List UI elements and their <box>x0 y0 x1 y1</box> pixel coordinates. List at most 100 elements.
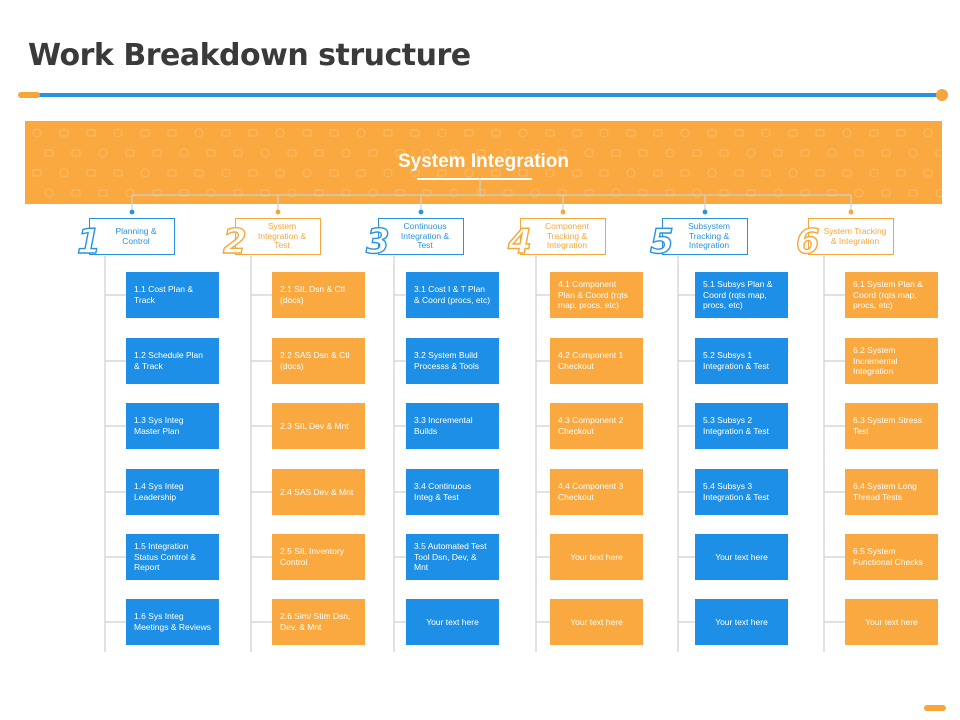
pattern-glyph <box>869 168 879 178</box>
pattern-glyph <box>422 148 432 158</box>
pattern-glyph <box>896 169 906 177</box>
task-box-3-1: 3.1 Cost I & T Plan & Coord (procs, etc) <box>406 272 499 318</box>
task-box-4-2: 4.2 Component 1 Checkout <box>550 338 643 384</box>
pattern-glyph <box>626 129 636 137</box>
task-box-3-4: 3.4 Continuous Integ & Test <box>406 469 499 515</box>
pattern-glyph <box>815 129 825 137</box>
header-label: Subsystem Tracking & Integration <box>687 220 731 251</box>
column-number-3: 3 <box>365 222 390 262</box>
column-number-5: 5 <box>649 222 674 262</box>
task-label: 3.1 Cost I & T Plan & Coord (procs, etc) <box>414 284 491 305</box>
task-label: 4.3 Component 2 Checkout <box>558 415 624 436</box>
task-label: 6.3 System Stress Test <box>853 415 922 436</box>
pattern-glyph <box>761 128 771 138</box>
root-underline <box>417 178 532 180</box>
pattern-glyph <box>71 149 81 157</box>
pattern-glyph <box>746 148 756 158</box>
pattern-glyph <box>557 189 567 197</box>
pattern-glyph <box>179 189 189 197</box>
pattern-glyph <box>788 168 798 178</box>
pattern-glyph <box>179 148 189 158</box>
task-label: 2.2 SAS Dsn & Ctl (docs) <box>280 350 350 371</box>
task-label: 1.1 Cost Plan & Track <box>134 284 194 305</box>
task-box-1-2: 1.2 Schedule Plan & Track <box>126 338 219 384</box>
pattern-glyph <box>842 128 852 138</box>
task-box-2-1: 2.1 SIL Dsn & Ctl (docs) <box>272 272 365 318</box>
task-box-4-6: Your text here <box>550 599 643 645</box>
divider-left-cap <box>18 92 40 98</box>
pattern-glyph <box>356 128 366 138</box>
task-label: Your text here <box>570 616 623 627</box>
column-number-1: 1 <box>76 222 101 262</box>
pattern-glyph <box>113 169 123 177</box>
pattern-glyph <box>395 149 405 157</box>
pattern-glyph <box>233 149 243 157</box>
task-box-2-5: 2.5 SIL Inventory Control <box>272 534 365 580</box>
task-label: 2.4 SAS Dev & Mnt <box>280 486 354 497</box>
pattern-glyph <box>584 189 594 197</box>
task-box-1-6: 1.6 Sys Integ Meetings & Reviews <box>126 599 219 645</box>
task-label: 5.4 Subsys 3 Integration & Test <box>703 481 769 502</box>
pattern-glyph <box>437 169 447 177</box>
task-box-6-6: Your text here <box>845 599 938 645</box>
task-box-5-3: 5.3 Subsys 2 Integration & Test <box>695 403 788 449</box>
pattern-glyph <box>449 149 459 157</box>
header-subsystem-tracking: Subsystem Tracking & Integration <box>662 218 748 255</box>
pattern-glyph <box>287 149 297 157</box>
pattern-glyph <box>881 149 891 157</box>
pattern-glyph <box>707 168 717 178</box>
pattern-glyph <box>275 169 285 177</box>
pattern-glyph <box>908 189 918 197</box>
header-component-tracking: Component Tracking & Integration <box>520 218 606 255</box>
pattern-glyph <box>734 129 744 137</box>
pattern-glyph <box>206 149 216 157</box>
task-box-6-3: 6.3 System Stress Test <box>845 403 938 449</box>
pattern-glyph <box>368 149 378 157</box>
task-label: 4.1 Component Plan & Coord (rqts map, pr… <box>558 279 628 311</box>
pattern-glyph <box>800 189 810 197</box>
task-label: 3.5 Automated Test Tool Dsn, Dev, & Mnt <box>414 541 487 573</box>
pattern-glyph <box>584 148 594 158</box>
pattern-glyph <box>854 149 864 157</box>
branch-dot-4 <box>560 209 566 215</box>
task-box-5-4: 5.4 Subsys 3 Integration & Test <box>695 469 788 515</box>
branch-dot-5 <box>702 209 708 215</box>
pattern-glyph <box>788 129 798 137</box>
task-label: 3.3 Incremental Builds <box>414 415 473 436</box>
branch-dot-6 <box>848 209 854 215</box>
task-box-4-3: 4.3 Component 2 Checkout <box>550 403 643 449</box>
pattern-glyph <box>125 149 135 157</box>
pattern-glyph <box>248 169 258 177</box>
pattern-glyph <box>719 189 729 197</box>
pattern-glyph <box>86 129 96 137</box>
pattern-glyph <box>881 189 891 197</box>
pattern-glyph <box>923 128 933 138</box>
task-label: Your text here <box>570 551 623 562</box>
pattern-glyph <box>896 129 906 137</box>
task-box-6-1: 6.1 System Plan & Coord (rqts map, procs… <box>845 272 938 318</box>
pattern-glyph <box>545 129 555 137</box>
pattern-glyph <box>383 129 393 137</box>
task-label: 6.4 System Long Thread Tests <box>853 481 917 502</box>
pattern-glyph <box>287 188 297 198</box>
task-box-4-1: 4.1 Component Plan & Coord (rqts map, pr… <box>550 272 643 318</box>
pattern-glyph <box>680 128 690 138</box>
pattern-glyph <box>395 189 405 197</box>
task-label: Your text here <box>715 551 768 562</box>
pattern-glyph <box>545 168 555 178</box>
pattern-glyph <box>572 129 582 137</box>
pattern-glyph <box>206 188 216 198</box>
pattern-glyph <box>221 168 231 178</box>
pattern-glyph <box>923 169 933 177</box>
pattern-glyph <box>599 169 609 177</box>
task-box-3-2: 3.2 System Build Processs & Tools <box>406 338 499 384</box>
pattern-glyph <box>32 128 42 138</box>
pattern-glyph <box>572 169 582 177</box>
header-continuous-integration-test: Continuous Integration & Test <box>378 218 464 255</box>
task-box-1-1: 1.1 Cost Plan & Track <box>126 272 219 318</box>
pattern-glyph <box>761 169 771 177</box>
pattern-glyph <box>707 129 717 137</box>
pattern-glyph <box>152 149 162 157</box>
pattern-glyph <box>86 169 96 177</box>
